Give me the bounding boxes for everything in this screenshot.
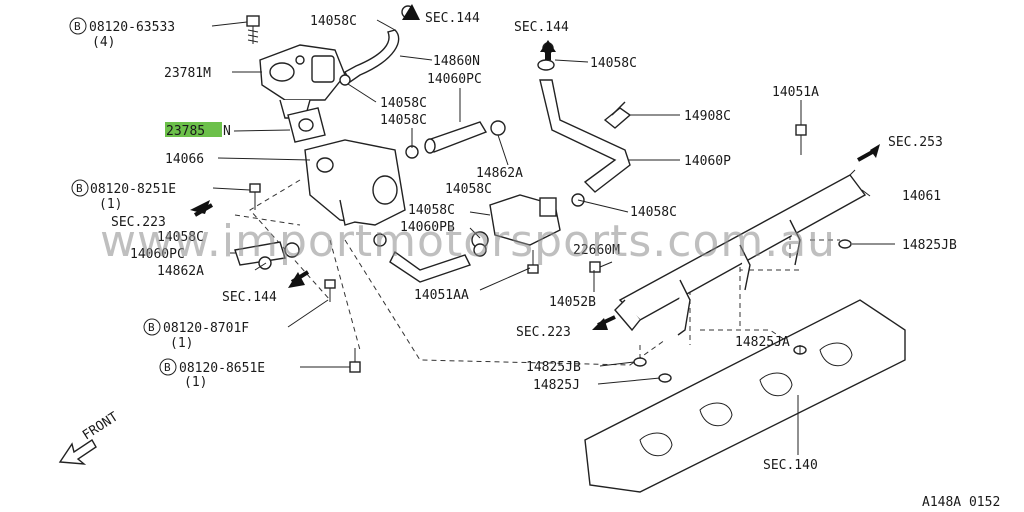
label-08120-63533: 08120-63533 — [89, 20, 175, 35]
label-14060pc-left: 14060PC — [130, 247, 185, 262]
svg-text:B: B — [148, 321, 155, 334]
label-23781m: 23781M — [164, 66, 211, 81]
label-qty-1a: (1) — [99, 197, 122, 212]
part-drawings — [234, 5, 906, 493]
arrow-sec223-left-icon — [190, 200, 214, 217]
label-22660m: 22660M — [573, 243, 620, 258]
svg-text:B: B — [74, 20, 81, 33]
label-sec144-left: SEC.144 — [222, 290, 277, 305]
label-14058c-left: 14058C — [157, 230, 204, 245]
egr-control-valve — [471, 193, 585, 249]
label-14051aa: 14051AA — [414, 288, 469, 303]
label-14862a-left: 14862A — [157, 264, 204, 279]
label-14058c-low: 14058C — [630, 205, 677, 220]
fuel-rail — [614, 169, 867, 336]
label-14051a: 14051A — [772, 85, 819, 100]
label-23785n-code: 23785 — [166, 124, 205, 139]
label-qty-1c: (1) — [184, 375, 207, 390]
bolt-marker-3: B — [143, 318, 161, 336]
label-14060p: 14060P — [684, 154, 731, 169]
label-sec144-top: SEC.144 — [425, 11, 480, 26]
label-14825ja: 14825JA — [735, 335, 790, 350]
label-qty-1b: (1) — [170, 336, 193, 351]
label-front: FRONT — [80, 409, 121, 443]
label-14058c-mid4: 14058C — [408, 203, 455, 218]
front-arrow-icon — [58, 439, 97, 465]
bolt-marker-2: B — [71, 179, 89, 197]
hose-14060pc-left — [234, 241, 300, 270]
bolt-markers: B B B B — [69, 17, 177, 376]
label-sec223-mid: SEC.223 — [516, 325, 571, 340]
bolt-marker-1: B — [69, 17, 87, 35]
label-14060pb: 14060PB — [400, 220, 455, 235]
label-14058c-right: 14058C — [590, 56, 637, 71]
label-sec144-right: SEC.144 — [514, 20, 569, 35]
bolt-marker-4: B — [159, 358, 177, 376]
egr-adapter — [304, 139, 406, 226]
label-sec253: SEC.253 — [888, 135, 943, 150]
label-14908c: 14908C — [684, 109, 731, 124]
label-14825j: 14825J — [533, 378, 580, 393]
label-qty-4: (4) — [92, 35, 115, 50]
hose-14060pb — [373, 233, 487, 283]
label-14066: 14066 — [165, 152, 204, 167]
label-sec140: SEC.140 — [763, 458, 818, 473]
bolt-8651e — [349, 348, 361, 373]
oring-14825j — [658, 373, 672, 383]
label-14058c-mid1: 14058C — [380, 96, 427, 111]
label-sec223-left: SEC.223 — [111, 215, 166, 230]
egr-valve — [259, 44, 346, 119]
svg-text:B: B — [164, 361, 171, 374]
bolt-top — [246, 15, 260, 44]
clip-14908c — [603, 101, 632, 129]
watermark: www.importmotorsports.com.au — [100, 216, 836, 267]
stud-14051a — [795, 124, 807, 155]
arrow-sec144-left-icon — [288, 270, 310, 288]
label-14058c-mid2: 14058C — [380, 113, 427, 128]
label-14825jb-low: 14825JB — [526, 360, 581, 375]
label-14860n: 14860N — [433, 54, 480, 69]
figure-id: A148A 0152 — [922, 495, 1000, 510]
label-08120-8651e: 08120-8651E — [179, 361, 265, 376]
arrow-sec144-right-icon — [540, 40, 556, 60]
bolt-14052b — [589, 261, 613, 273]
intake-manifold — [584, 299, 906, 493]
arrow-sec144-top-icon — [402, 4, 420, 20]
section-arrows — [58, 4, 880, 465]
bolt-8701f — [324, 279, 336, 302]
label-08120-8251e: 08120-8251E — [90, 182, 176, 197]
svg-text:B: B — [76, 182, 83, 195]
oring-14825jb-low — [633, 357, 647, 367]
highlight-23785n — [165, 122, 222, 137]
arrow-sec223-mid-icon — [592, 315, 616, 330]
label-14058c-top: 14058C — [310, 14, 357, 29]
label-14862a-mid: 14862A — [476, 166, 523, 181]
label-14052b: 14052B — [549, 295, 596, 310]
part-labels: 08120-63533 (4) 23781M 23785 N 14066 081… — [80, 11, 1000, 510]
label-08120-8701f: 08120-8701F — [163, 321, 249, 336]
bolt-8251e — [249, 183, 261, 210]
hose-14060pc-top — [405, 120, 506, 159]
gasket — [287, 107, 326, 143]
leader-lines — [211, 19, 895, 455]
label-14060pc-top: 14060PC — [427, 72, 482, 87]
label-23785n-suffix: N — [223, 124, 231, 139]
label-14061: 14061 — [902, 189, 941, 204]
label-14058c-mid3: 14058C — [445, 182, 492, 197]
label-14825jb-right: 14825JB — [902, 238, 957, 253]
arrow-sec253-icon — [857, 144, 880, 162]
oring-14825jb-right — [838, 239, 852, 249]
